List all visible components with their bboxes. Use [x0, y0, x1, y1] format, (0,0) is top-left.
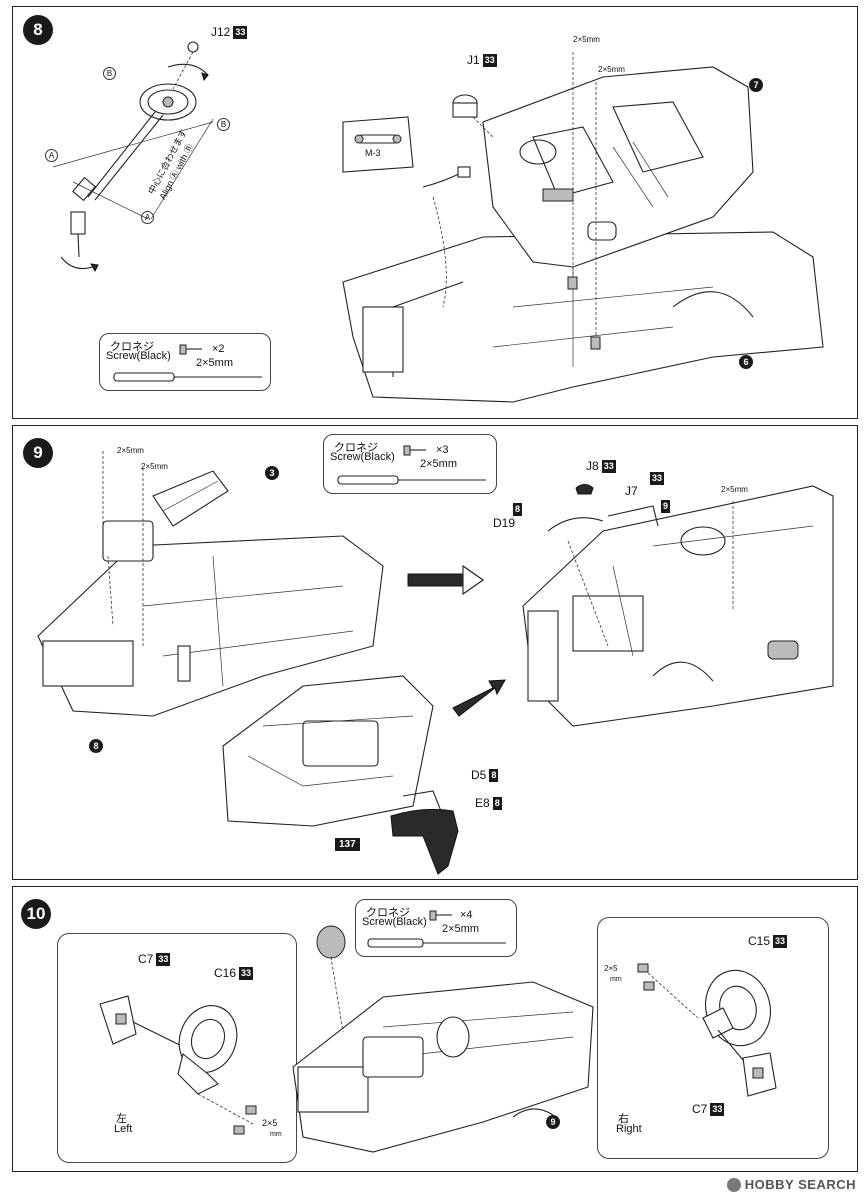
screw-size-label-b: 2×5mm: [141, 462, 168, 471]
step-9-badge: 9: [23, 438, 53, 468]
part-j7-label: J7: [625, 484, 638, 498]
body-tub-drawing: [342, 52, 824, 403]
screw-icon: [429, 910, 452, 921]
screw-en-label: Screw(Black): [330, 451, 395, 463]
callout-3: 3: [265, 466, 279, 480]
screw-count: ×2: [212, 343, 225, 355]
screwdriver-icon: [337, 475, 486, 485]
screw-size: 2×5mm: [420, 458, 457, 470]
marker-b-right: B: [217, 118, 230, 131]
part-j8-label: J8 33: [586, 459, 616, 473]
step-10-panel: 10 クロネジ Screw(Black) ×4 2×5mm C7 33: [12, 886, 858, 1172]
callout-7: 7: [749, 78, 763, 92]
step-8-screw-box: クロネジ Screw(Black) ×2 2×5mm: [99, 333, 271, 391]
step-8-panel: 8 J12 33 B B A A 中心に合わせます Align Ⓐ with Ⓑ…: [12, 6, 858, 419]
part-j12-label: J12 33: [211, 25, 248, 39]
screw-size: 2×5mm: [196, 357, 233, 369]
marker-a-bottom: A: [141, 211, 154, 224]
screw-jp-label: クロネジ: [334, 442, 378, 454]
callout-9: 9: [546, 1115, 560, 1129]
steering-column-drawing: [52, 41, 214, 273]
part-j1-label: J1 33: [467, 53, 497, 67]
right-screw-unit: mm: [610, 976, 622, 983]
left-en-label: Left: [114, 1123, 133, 1135]
step-10-screw-box: クロネジ Screw(Black) ×4 2×5mm: [355, 899, 517, 957]
screw-jp-label: クロネジ: [110, 341, 154, 353]
part-d5-label: D5 8: [471, 768, 499, 782]
screw-count: ×3: [436, 444, 449, 456]
part-e8-label: E8 8: [475, 796, 502, 810]
decal-m3-label: M-3: [365, 148, 381, 158]
marker-a-left: A: [45, 149, 58, 162]
watermark: HOBBY SEARCH: [726, 1177, 856, 1192]
part-j7-second-sprue: 9: [661, 500, 671, 513]
screw-icon: [403, 445, 426, 456]
left-part-c16-label: C16 33: [214, 966, 254, 980]
right-part-c15-label: C15 33: [748, 934, 788, 948]
left-part-c7-label: C7 33: [138, 952, 171, 966]
watermark-text: HOBBY SEARCH: [744, 1177, 856, 1192]
left-brake-drawing: [99, 995, 257, 1135]
screw-size-label-a: 2×5mm: [117, 446, 144, 455]
part-j7-sprue: 33: [650, 472, 665, 485]
screw-count: ×4: [460, 909, 473, 921]
step-10-body-drawing: [292, 925, 594, 1153]
screw-en-label: Screw(Black): [362, 916, 427, 928]
left-screw-unit: mm: [270, 1131, 282, 1138]
callout-8: 8: [89, 739, 103, 753]
hobby-search-logo-icon: [726, 1177, 741, 1192]
screw-icon: [179, 344, 202, 355]
right-detail-box: C15 33 C7 33 右 Right 2×5 mm: [597, 917, 829, 1159]
step-8-badge: 8: [23, 15, 53, 45]
right-en-label: Right: [616, 1123, 642, 1135]
screw-size-label-a: 2×5mm: [573, 35, 600, 44]
step-9-drawing: [37, 451, 834, 875]
left-screw-size: 2×5: [262, 1118, 278, 1128]
right-jp-label: 右: [618, 1113, 629, 1125]
screw-en-label: Screw(Black): [106, 350, 171, 362]
step-10-badge: 10: [21, 899, 51, 929]
screw-size-label-c: 2×5mm: [721, 485, 748, 494]
step-9-panel: 9 クロネジ Screw(Black) ×3 2×5mm: [12, 425, 858, 880]
screw-size: 2×5mm: [442, 923, 479, 935]
marker-b-top: B: [103, 67, 116, 80]
part-137-label: 137: [335, 838, 360, 851]
part-d19-label: D19: [493, 516, 516, 530]
right-part-c7-label: C7 33: [692, 1102, 725, 1116]
right-brake-drawing: [637, 963, 777, 1097]
left-jp-label: 左: [116, 1113, 127, 1125]
right-screw-size: 2×5: [604, 964, 618, 973]
screwdriver-icon: [113, 372, 262, 382]
callout-6: 6: [739, 355, 753, 369]
screw-size-label-b: 2×5mm: [598, 65, 625, 74]
left-detail-box: C7 33 C16 33 左 Left 2×5 mm: [57, 933, 297, 1163]
step-9-screw-box: クロネジ Screw(Black) ×3 2×5mm: [323, 434, 497, 494]
part-d19-sprue: 8: [513, 503, 523, 516]
screw-jp-label: クロネジ: [366, 907, 410, 919]
screwdriver-icon: [367, 938, 506, 948]
